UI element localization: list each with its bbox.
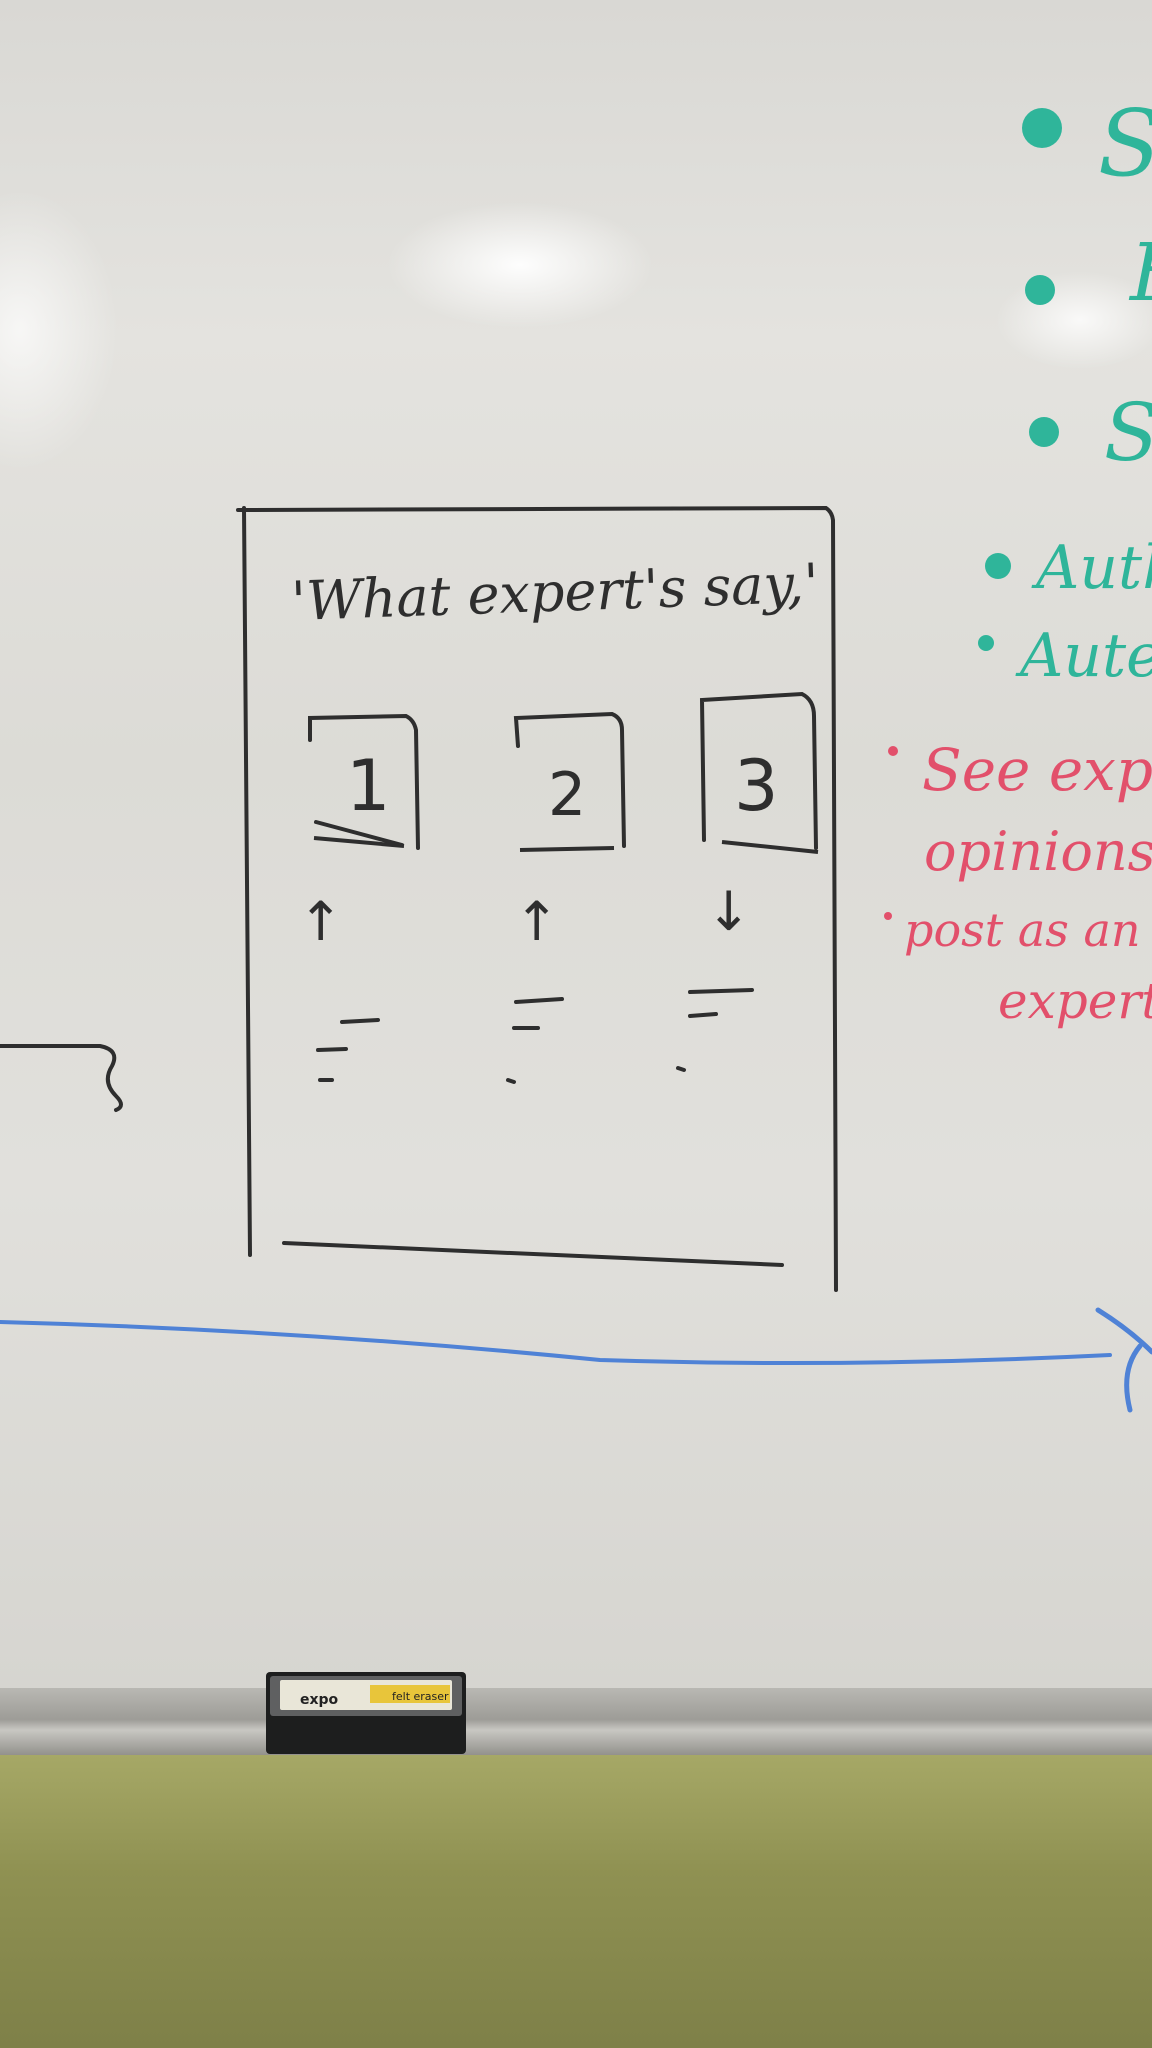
wireframe-frame: [236, 505, 838, 1292]
green-wall: [0, 1755, 1152, 2048]
red-note-1: See expe: [922, 736, 1152, 804]
card-2-number: 2: [548, 760, 586, 830]
eraser-brand: expo: [300, 1692, 339, 1708]
card-3-number: 3: [734, 745, 779, 827]
teal-bullet-1: Sc: [1098, 90, 1152, 197]
red-note-3: post as an: [904, 903, 1141, 957]
teal-bullet-5: Auten: [1015, 621, 1152, 691]
card-3-arrow: ↓: [706, 880, 751, 943]
card-2-arrow: ↑: [514, 890, 559, 953]
card-1-number: 1: [346, 745, 391, 827]
marker-tray: [0, 1688, 1152, 1758]
teal-bullet-3: S: [1104, 386, 1152, 479]
blue-arrow-head: [1095, 1307, 1152, 1413]
whiteboard-surface: [0, 0, 1152, 1690]
card-3: 3 ↓: [676, 691, 819, 1072]
teal-bullet-list: Sc F S Autho Auten: [978, 90, 1152, 691]
card-3-lines: [676, 988, 754, 1072]
red-note-2: opinions: [924, 820, 1152, 883]
card-2-lines: [506, 997, 564, 1084]
blue-arrow-line: [0, 1320, 1112, 1366]
red-note-4: expert: [998, 972, 1152, 1030]
left-connector-line: [0, 1044, 123, 1112]
card-1: 1 ↑: [298, 713, 420, 1082]
card-1-lines: [316, 1018, 380, 1082]
eraser-label: felt eraser: [392, 1690, 449, 1703]
teal-bullet-2: F: [1128, 226, 1152, 319]
card-2: 2 ↑: [506, 711, 626, 1084]
felt-eraser: felt eraser expo: [266, 1672, 466, 1754]
card-1-arrow: ↑: [298, 890, 343, 953]
wireframe-title: 'What expert's say,': [290, 552, 819, 633]
teal-bullet-4: Autho: [1031, 533, 1152, 603]
red-notes: See expe opinions post as an expert: [884, 736, 1152, 1030]
